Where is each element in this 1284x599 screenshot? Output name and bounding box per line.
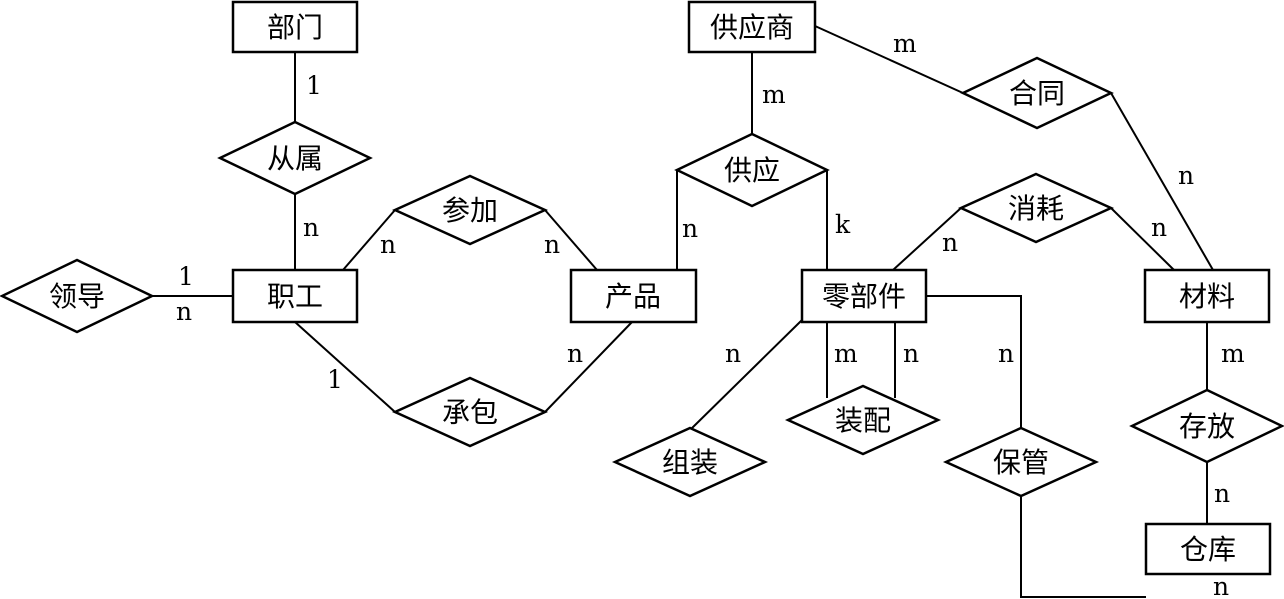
- link-canjia-chanpin: [544, 209, 598, 271]
- card-chengbao-chanpin: n: [567, 339, 583, 368]
- link-xiaohao-cailiao: [1110, 207, 1175, 271]
- card-lingbujian-baoguan: n: [998, 339, 1014, 368]
- relationship-gongying[interactable]: 供应: [674, 132, 830, 208]
- relationship-congshu[interactable]: 从属: [217, 120, 373, 196]
- entity-cangku[interactable]: 仓库: [1144, 522, 1272, 576]
- card-gongying-lingbujian: k: [835, 210, 851, 239]
- relationship-zuzhuang-label: 组装: [662, 446, 718, 479]
- entity-zhigong-label: 职工: [267, 280, 323, 313]
- relationship-zhuangpei[interactable]: 装配: [784, 384, 942, 456]
- link-lingbujian-zuzhuang: [689, 319, 803, 431]
- relationship-baoguan[interactable]: 保管: [942, 426, 1100, 498]
- entity-zhigong[interactable]: 职工: [231, 268, 359, 324]
- card-lingbujian-zhuangpei-n: n: [903, 339, 919, 368]
- relationship-gongying-label: 供应: [724, 154, 780, 187]
- entity-bumen[interactable]: 部门: [231, 0, 359, 54]
- link-hetong-cailiao: [1110, 92, 1214, 271]
- card-lingdao-zhigong-n: n: [176, 297, 192, 326]
- entity-chanpin[interactable]: 产品: [569, 268, 698, 324]
- card-gongying-chanpin: n: [682, 214, 698, 243]
- card-bumen-congshu: 1: [306, 71, 322, 100]
- relationship-lingdao-label: 领导: [49, 280, 105, 313]
- card-zhigong-canjia: n: [380, 230, 396, 259]
- relationship-hetong-label: 合同: [1009, 77, 1065, 110]
- link-baoguan-cangku: [1020, 496, 1146, 598]
- relationship-chengbao-label: 承包: [442, 396, 498, 429]
- cardinalities: 1 n 1 n n n 1 n m n k m n n n n m n n m …: [176, 29, 1245, 599]
- entity-lingbujian-label: 零部件: [822, 280, 906, 313]
- card-lingbujian-zuzhuang: n: [725, 339, 741, 368]
- relationship-congshu-label: 从属: [267, 142, 323, 175]
- relationship-hetong[interactable]: 合同: [960, 56, 1114, 130]
- card-hetong-cailiao: n: [1178, 161, 1194, 190]
- entity-cailiao-label: 材料: [1179, 280, 1235, 313]
- link-gongyingshang-hetong: [814, 25, 964, 94]
- relationship-canjia-label: 参加: [442, 194, 498, 227]
- card-canjia-chanpin: n: [544, 230, 560, 259]
- relationship-xiaohao[interactable]: 消耗: [957, 172, 1115, 244]
- entity-lingbujian[interactable]: 零部件: [800, 268, 928, 324]
- card-zhigong-chengbao: 1: [327, 365, 343, 394]
- entity-chanpin-label: 产品: [605, 280, 661, 313]
- link-lingbujian-baoguan: [926, 295, 1022, 428]
- card-baoguan-cangku: n: [1213, 572, 1229, 599]
- entity-cailiao[interactable]: 材料: [1143, 268, 1271, 324]
- relationship-zuzhuang[interactable]: 组装: [611, 426, 769, 498]
- entity-gongyingshang[interactable]: 供应商: [687, 0, 817, 54]
- link-zhigong-chengbao: [294, 321, 396, 413]
- card-lingdao-zhigong-1: 1: [178, 262, 194, 291]
- relationship-zhuangpei-label: 装配: [835, 404, 891, 437]
- card-lingbujian-xiaohao: n: [942, 228, 958, 257]
- entity-bumen-label: 部门: [267, 11, 323, 44]
- link-chengbao-chanpin: [544, 321, 633, 413]
- card-congshu-zhigong: n: [303, 213, 319, 242]
- card-lingbujian-zhuangpei-m: m: [834, 339, 858, 368]
- card-cailiao-cunfang: m: [1221, 339, 1245, 368]
- card-gongyingshang-hetong: m: [893, 29, 917, 58]
- relationship-canjia[interactable]: 参加: [391, 174, 549, 246]
- card-gongyingshang-gongying: m: [762, 80, 786, 109]
- links: [152, 25, 1214, 598]
- link-lingbujian-xiaohao: [892, 207, 962, 271]
- entity-gongyingshang-label: 供应商: [710, 11, 794, 44]
- link-zhigong-canjia: [342, 209, 396, 271]
- card-cunfang-cangku: n: [1214, 479, 1230, 508]
- relationship-cunfang-label: 存放: [1179, 410, 1235, 443]
- relationship-xiaohao-label: 消耗: [1008, 192, 1064, 225]
- relationship-chengbao[interactable]: 承包: [391, 376, 549, 448]
- entity-cangku-label: 仓库: [1180, 533, 1236, 566]
- card-xiaohao-cailiao: n: [1151, 213, 1167, 242]
- relationship-cunfang[interactable]: 存放: [1129, 388, 1284, 464]
- relationship-lingdao[interactable]: 领导: [0, 258, 155, 334]
- relationship-baoguan-label: 保管: [993, 446, 1049, 479]
